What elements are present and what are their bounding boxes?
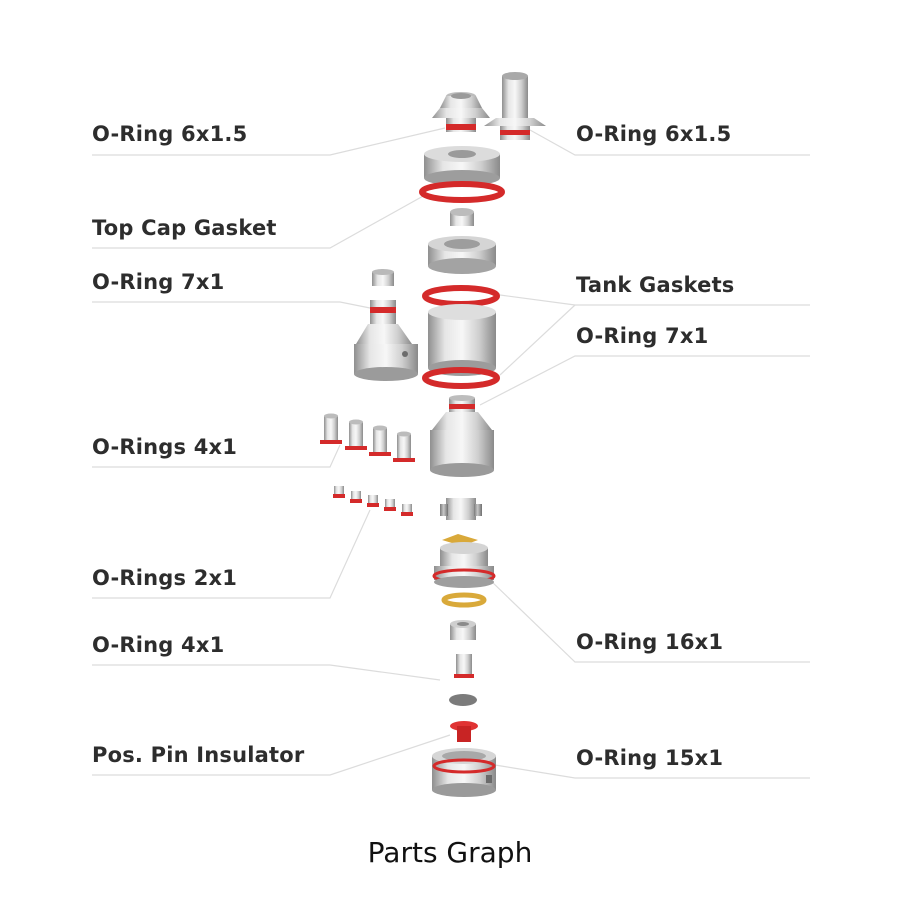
leader-lines	[92, 127, 810, 779]
chimney-ring	[428, 236, 496, 274]
label-orings-4x1: O-Rings 4x1	[92, 435, 238, 459]
leader-line-right-5	[494, 764, 810, 779]
build-deck	[432, 534, 496, 608]
label-oring-6x1-5-right: O-Ring 6x1.5	[576, 122, 732, 146]
screws-2x1	[333, 486, 413, 516]
pins-4x1	[320, 413, 415, 462]
top-cap	[424, 146, 500, 186]
pos-pin-insulator	[450, 721, 478, 742]
label-orings-2x1: O-Rings 2x1	[92, 566, 238, 590]
build-post	[440, 498, 482, 520]
label-oring-6x1-5-left: O-Ring 6x1.5	[92, 122, 248, 146]
top-cap-gasket	[419, 181, 505, 203]
caption: Parts Graph	[367, 836, 533, 869]
leader-line-left-3	[92, 301, 381, 311]
label-pos-pin-insulator: Pos. Pin Insulator	[92, 743, 305, 767]
label-oring-16x1: O-Ring 16x1	[576, 630, 724, 654]
base-section	[430, 395, 494, 477]
positive-pin	[449, 620, 477, 706]
leader-line-right-4	[489, 579, 810, 663]
tank	[428, 304, 496, 376]
airflow-base-left	[354, 269, 418, 381]
leader-line-left-2	[92, 194, 426, 249]
label-oring-15x1: O-Ring 15x1	[576, 746, 724, 770]
chimney-insert	[450, 208, 474, 226]
tank-gasket-top	[422, 285, 500, 307]
label-oring-4x1: O-Ring 4x1	[92, 633, 225, 657]
tank-gasket-bottom	[422, 367, 500, 389]
label-oring-7x1-left: O-Ring 7x1	[92, 270, 225, 294]
leader-line-left-6	[92, 664, 441, 681]
leader-line-right-3	[479, 355, 810, 406]
leader-line-left-4	[92, 444, 341, 468]
label-top-cap-gasket: Top Cap Gasket	[92, 216, 277, 240]
leader-line-left-7	[92, 734, 451, 776]
drip-tip-short	[432, 92, 490, 132]
leader-line-left-1	[92, 127, 446, 156]
bottom-base	[432, 748, 496, 797]
leader-line-right-1	[529, 129, 810, 156]
label-oring-7x1-right: O-Ring 7x1	[576, 324, 709, 348]
leader-line-left-5	[92, 509, 371, 599]
label-tank-gaskets: Tank Gaskets	[576, 273, 735, 297]
leader-line-right-2b	[499, 304, 576, 376]
drip-tip-tall	[484, 72, 546, 140]
